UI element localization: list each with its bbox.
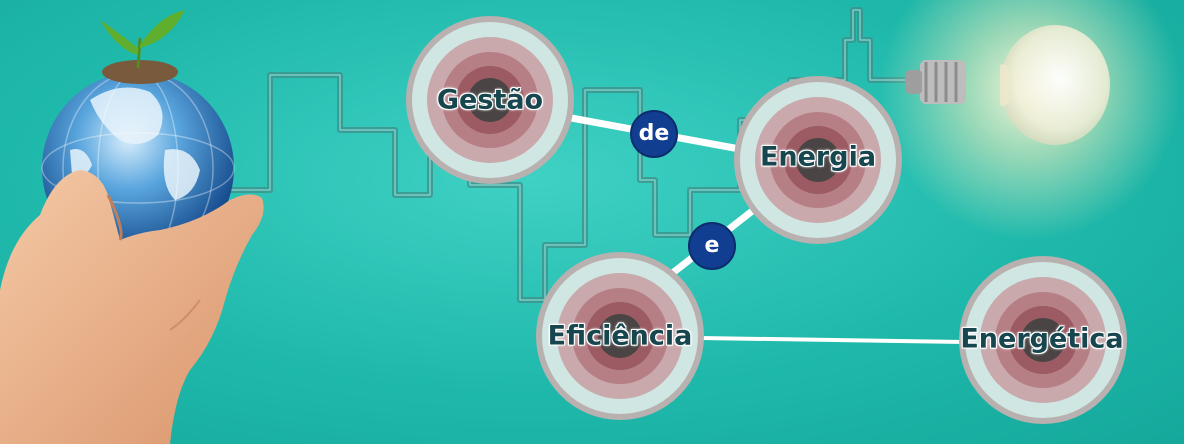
node-eficiencia-rings [536, 252, 704, 420]
sprout-icon [100, 10, 185, 69]
node-energia-label: Energia [759, 141, 877, 173]
hand-icon [0, 170, 264, 444]
node-energia-rings [734, 76, 902, 244]
soil-icon [102, 60, 178, 84]
node-gestao-label: Gestão [436, 84, 544, 116]
connector-e-badge: e [688, 222, 736, 270]
link-eficiencia-energetica [699, 336, 966, 344]
node-gestao-rings [406, 16, 574, 184]
connector-de-badge: de [630, 110, 678, 158]
node-eficiencia-label: Eficiência [547, 320, 693, 352]
node-energetica-label: Energética [960, 323, 1124, 355]
node-energetica-rings [959, 256, 1127, 424]
